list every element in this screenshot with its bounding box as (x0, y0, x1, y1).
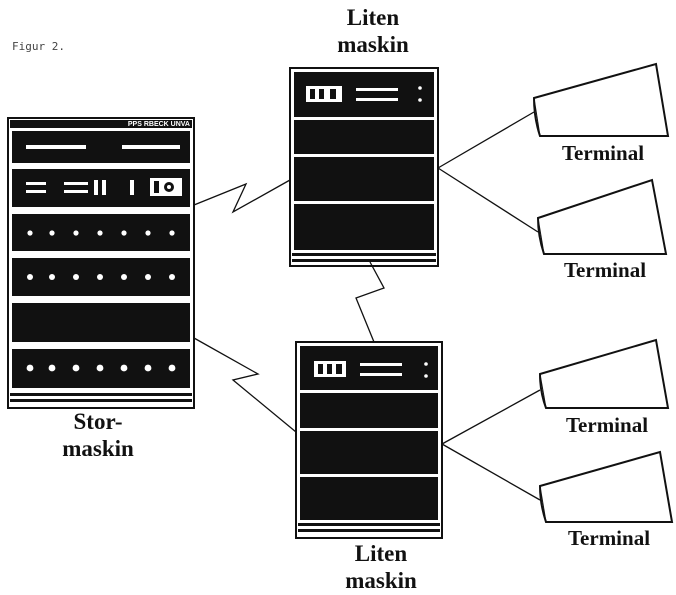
large-machine-label: Stor- maskin (38, 408, 158, 462)
figure-label: Figur 2. (12, 40, 65, 53)
large-machine-label-line1: Stor- (73, 409, 123, 434)
connections (193, 111, 541, 501)
large-machine: PPS RBECK UNVA (7, 117, 195, 409)
terminal-2 (536, 178, 668, 255)
terminal-4 (538, 450, 674, 523)
small-machine-bottom-label: Liten maskin (326, 540, 436, 594)
link-top-to-terminal-1 (437, 111, 535, 169)
terminal-1-label: Terminal (561, 141, 645, 165)
link-large-to-top (193, 179, 291, 214)
large-machine-plate: PPS RBECK UNVA (128, 121, 190, 128)
terminal-2-label: Terminal (563, 258, 647, 282)
terminal-1 (532, 62, 670, 137)
small-machine-top-label-line2: maskin (337, 32, 409, 57)
terminal-3 (538, 338, 670, 409)
small-machine-bottom-label-line2: maskin (345, 568, 417, 593)
link-bottom-to-terminal-3 (441, 389, 541, 445)
small-machine-bottom (295, 341, 443, 539)
large-machine-label-line2: maskin (62, 436, 134, 461)
link-large-to-bottom (193, 337, 297, 433)
small-machine-top-label-line1: Liten (346, 5, 400, 30)
terminal-3-label: Terminal (565, 413, 649, 437)
small-machine-bottom-label-line1: Liten (354, 541, 408, 566)
small-machine-top-label: Liten maskin (318, 4, 428, 58)
link-top-to-terminal-2 (437, 167, 539, 233)
link-bottom-to-terminal-4 (441, 443, 541, 501)
link-top-to-bottom (355, 261, 385, 343)
small-machine-top (289, 67, 439, 267)
terminal-4-label: Terminal (567, 526, 651, 550)
